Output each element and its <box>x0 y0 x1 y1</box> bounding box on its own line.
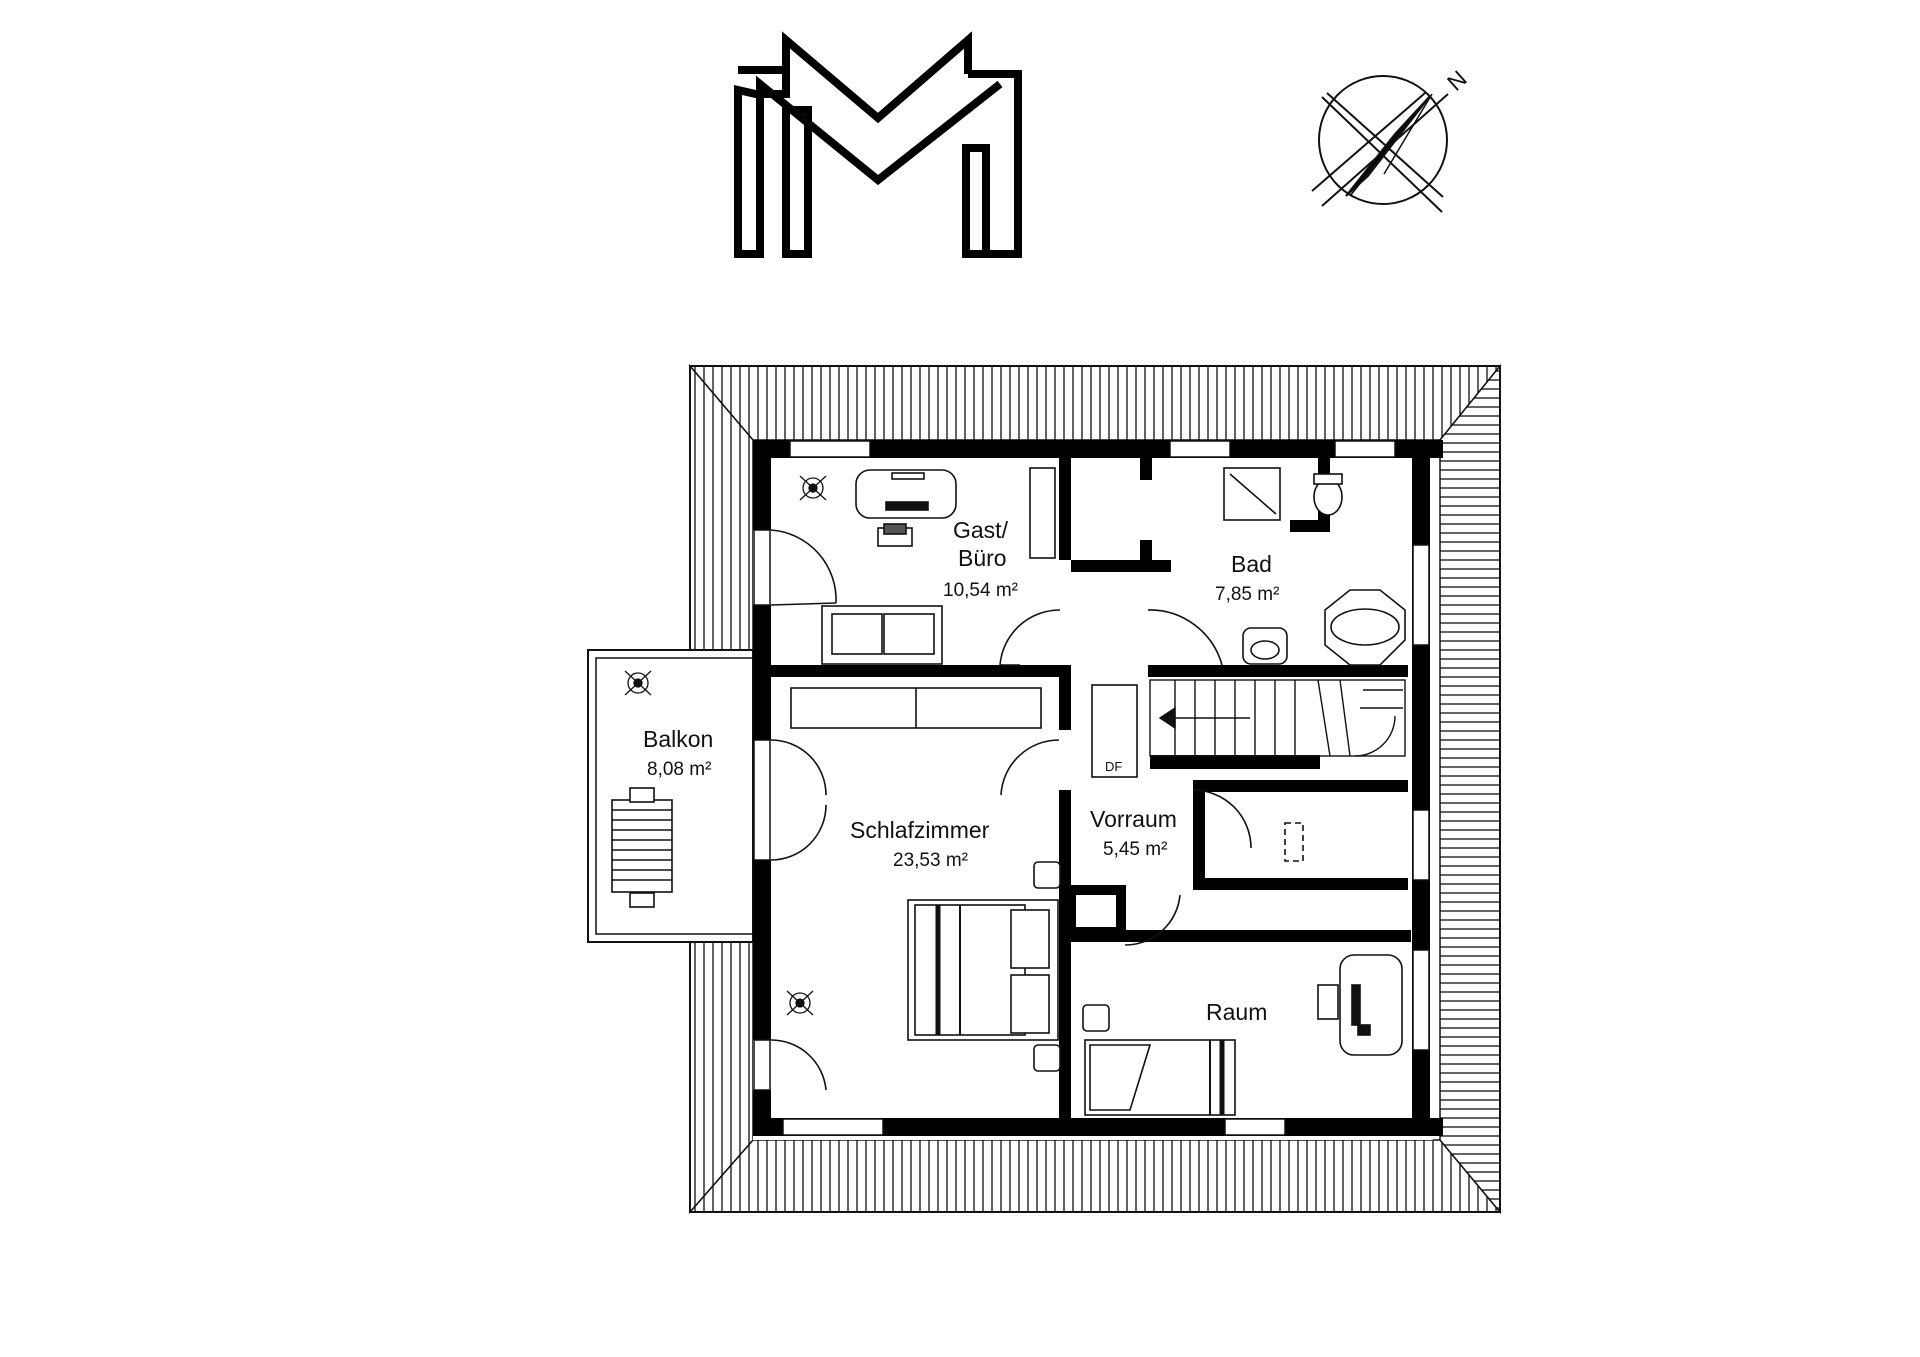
windows <box>753 440 1430 1136</box>
room-name-gast-line2: Büro <box>958 545 1007 571</box>
compass-rose-icon <box>1311 75 1449 213</box>
room-area-balkon: 8,08 m² <box>647 759 711 780</box>
interior-walls <box>771 440 1411 1130</box>
room-name-schlafzimmer: Schlafzimmer <box>850 817 990 843</box>
monogram-m-logo <box>734 31 1022 258</box>
room-name-raum: Raum <box>1206 999 1267 1025</box>
compass-north-label: N <box>1442 65 1472 95</box>
balcony <box>587 649 754 943</box>
furniture <box>611 467 1406 1116</box>
skylight-label: DF <box>1105 759 1122 774</box>
room-area-schlafzimmer: 23,53 m² <box>893 850 968 871</box>
room-name-balkon: Balkon <box>643 726 713 752</box>
staircase <box>1149 679 1406 757</box>
room-area-gast: 10,54 m² <box>943 580 1018 601</box>
plant-icon <box>624 475 827 1016</box>
room-area-vorraum: 5,45 m² <box>1103 839 1167 860</box>
room-name-gast-line1: Gast/ <box>953 517 1009 543</box>
room-area-bad: 7,85 m² <box>1215 584 1279 605</box>
room-labels: Gast/ Büro 10,54 m² Bad 7,85 m² Balkon 8… <box>643 517 1279 1025</box>
room-name-vorraum: Vorraum <box>1090 806 1177 832</box>
room-name-bad: Bad <box>1231 551 1272 577</box>
door-swings <box>770 529 1252 1091</box>
